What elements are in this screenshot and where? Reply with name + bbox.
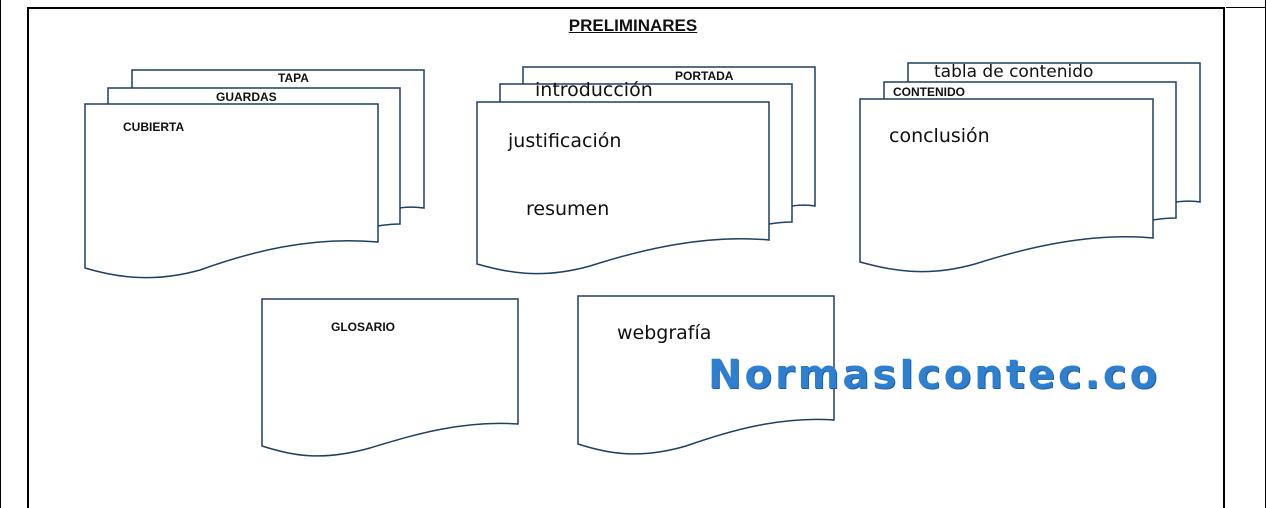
doc-glosario <box>261 298 519 457</box>
label-portada: PORTADA <box>675 69 734 83</box>
label-glosario: GLOSARIO <box>331 320 396 334</box>
doc-justificacion <box>476 101 770 275</box>
label-cubierta: CUBIERTA <box>123 120 185 134</box>
label-resumen: resumen <box>526 198 610 220</box>
frame-top-border <box>27 7 1223 9</box>
frame-left-border <box>27 7 29 508</box>
label-introduccion: introducción <box>535 79 653 101</box>
frame-right-border <box>1223 7 1225 508</box>
label-guardas: GUARDAS <box>216 90 277 104</box>
diagram-title: PRELIMINARES <box>568 16 698 35</box>
outer-left-rule <box>0 0 1 508</box>
doc-cubierta <box>84 103 379 279</box>
label-conclusion: conclusión <box>889 125 990 147</box>
label-tapa: TAPA <box>278 71 309 85</box>
label-contenido: CONTENIDO <box>893 85 965 99</box>
watermark-logo: NormasIcontec.co <box>708 352 1161 398</box>
label-webgrafia: webgrafía <box>617 322 712 344</box>
doc-webgrafia <box>577 295 835 455</box>
label-tabla-de-contenido: tabla de contenido <box>934 62 1094 82</box>
doc-conclusion <box>859 98 1154 273</box>
label-justificacion: justificación <box>508 130 622 152</box>
frame-top-rule-right <box>1226 7 1266 8</box>
